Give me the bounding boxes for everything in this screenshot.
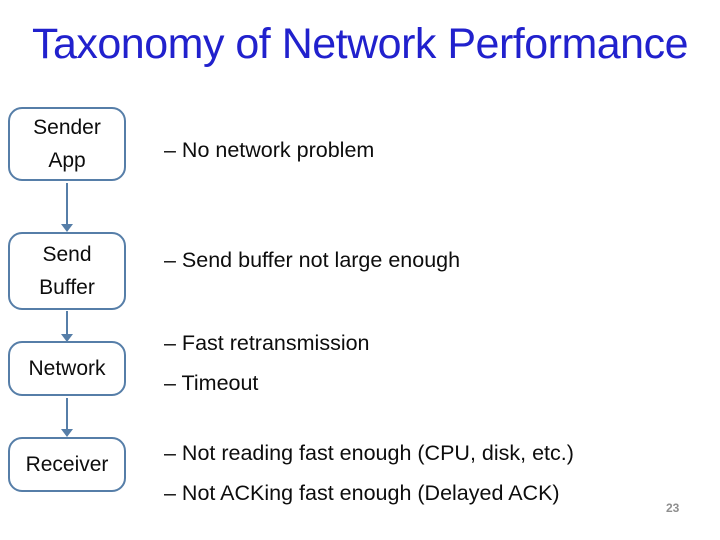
bullet-item: – Send buffer not large enough	[164, 248, 461, 272]
flow-box-label: Receiver	[25, 453, 109, 476]
down-arrow-icon	[60, 183, 74, 232]
flow-box-label: Send Buffer	[39, 243, 95, 299]
slide-title: Taxonomy of Network Performance	[31, 20, 689, 68]
flow-box-sender-app: Sender App	[8, 107, 126, 181]
bullet-item: – No network problem	[164, 138, 375, 162]
flow-box-label: Sender App	[33, 116, 101, 172]
flow-box-label: Network	[28, 357, 106, 380]
bullet-group-send-buffer: – Send buffer not large enough	[164, 240, 460, 280]
flow-box-send-buffer: Send Buffer	[8, 232, 126, 310]
bullet-group-network: – Fast retransmission – Timeout	[164, 323, 370, 403]
bullet-group-sender-app: – No network problem	[164, 130, 374, 170]
bullet-item: – Fast retransmission	[164, 331, 370, 355]
bullet-item: – Not ACKing fast enough (Delayed ACK)	[164, 481, 560, 505]
flow-box-network: Network	[8, 341, 126, 396]
flow-box-receiver: Receiver	[8, 437, 126, 492]
bullet-group-receiver: – Not reading fast enough (CPU, disk, et…	[164, 433, 574, 513]
down-arrow-icon	[60, 398, 74, 437]
bullet-item: – Timeout	[164, 371, 259, 395]
down-arrow-icon	[60, 311, 74, 342]
bullet-item: – Not reading fast enough (CPU, disk, et…	[164, 441, 574, 465]
page-number: 23	[666, 501, 680, 515]
